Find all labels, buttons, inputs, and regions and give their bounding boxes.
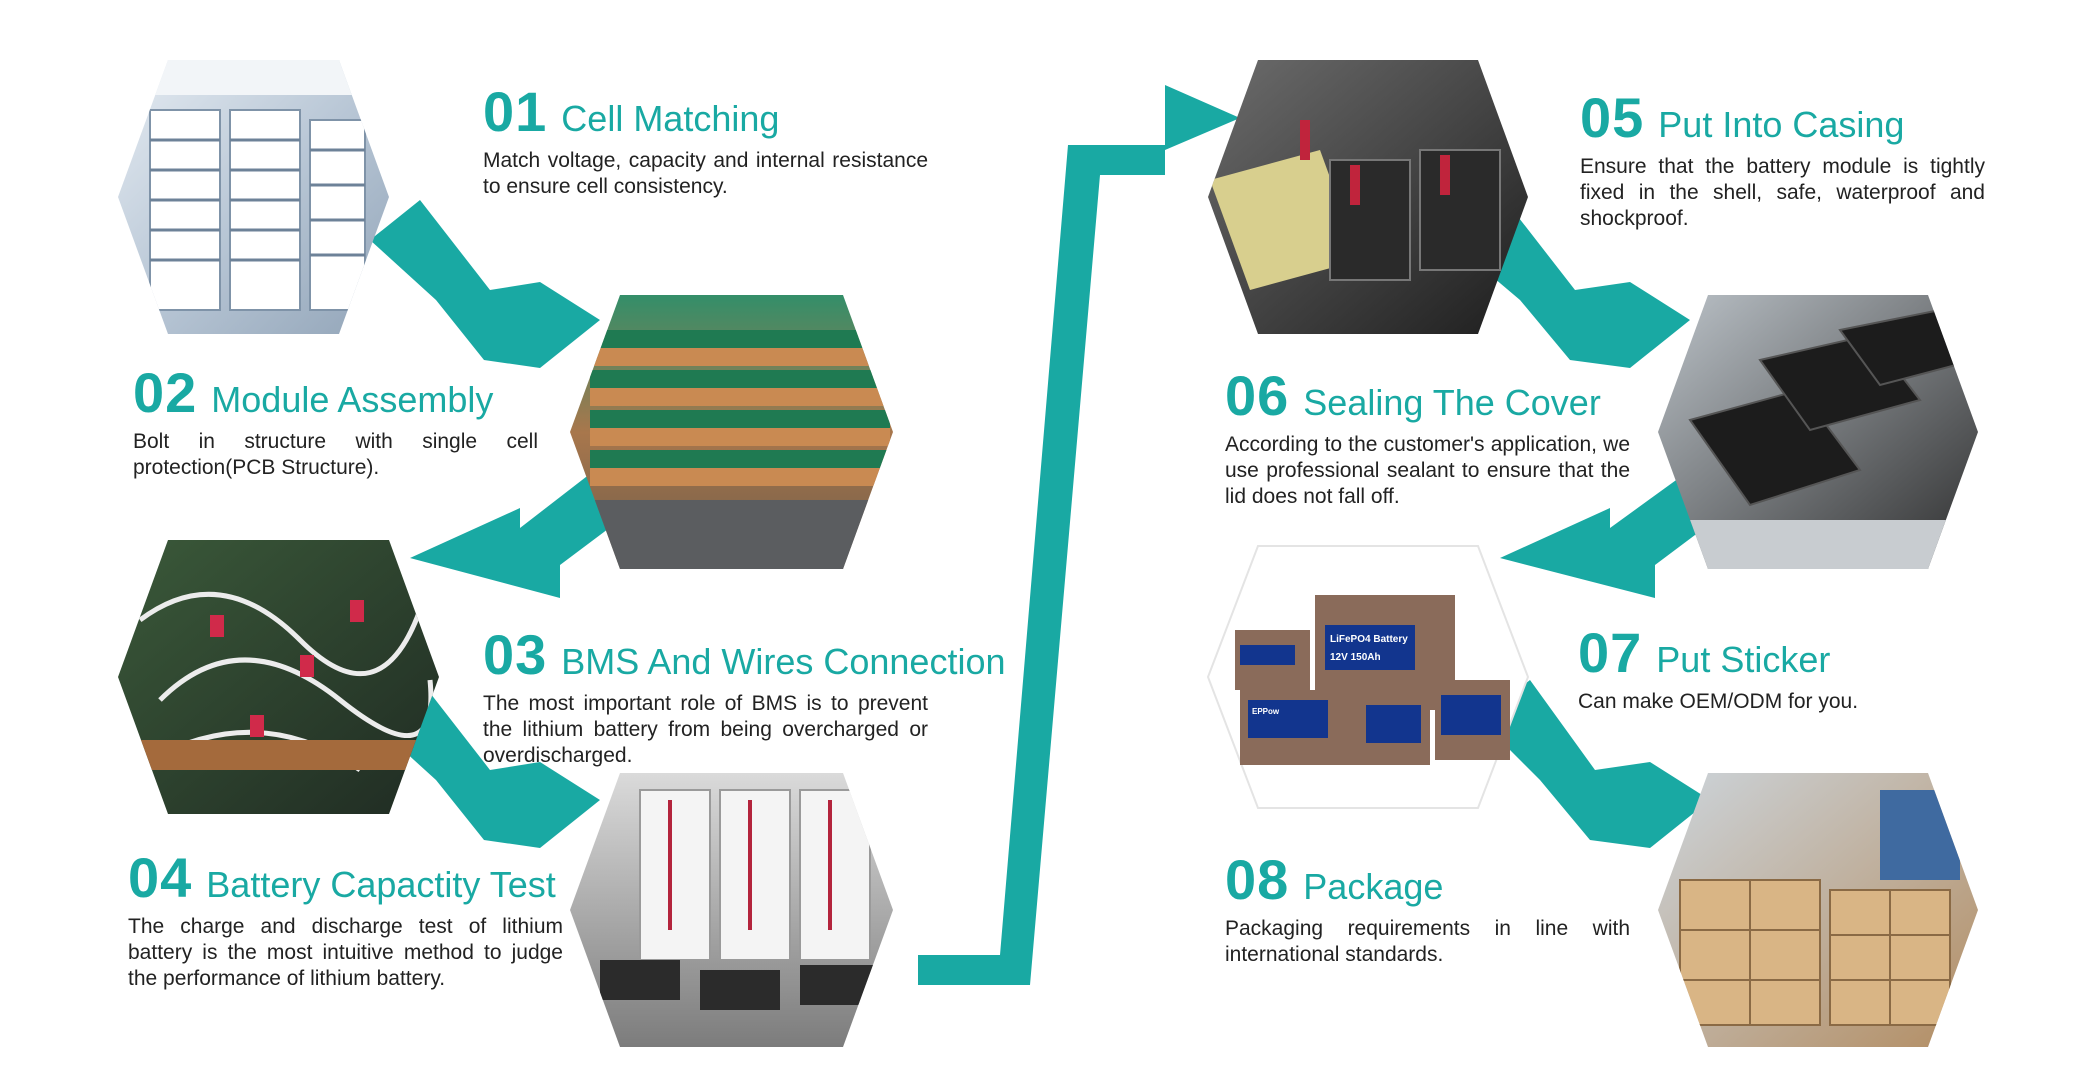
arrow-1-to-2 [370,200,600,368]
step-01-heading: 01 Cell Matching [483,82,928,142]
hex-image-put-into-casing [1208,60,1528,334]
hex-image-bms-wires [118,540,439,814]
step-08-title: Package [1303,866,1444,907]
step-07-title: Put Sticker [1656,639,1831,680]
hex-image-sealing-cover [1658,295,1978,569]
battery-right [1360,680,1510,765]
battery-label-rating: 12V 150Ah [1330,652,1381,663]
arrow-7-to-8 [1480,680,1710,848]
step-04-title: Battery Capactity Test [206,864,556,905]
step-01-number: 01 [483,80,548,143]
step-02-heading: 02 Module Assembly [133,363,538,423]
step-04-number: 04 [128,846,193,909]
step-06-number: 06 [1225,364,1290,427]
arrow-3-to-4 [370,680,600,848]
step-05-heading: 05 Put Into Casing [1580,88,1985,148]
hex-image-cell-matching [118,60,389,334]
step-08-heading: 08 Package [1225,850,1630,910]
step-02-description: Bolt in structure with single cell prote… [133,430,538,479]
hex-image-package [1658,773,1978,1047]
connector-arrow-4-to-5 [918,85,1240,985]
step-03-title: BMS And Wires Connection [561,641,1006,682]
hex-image-module-assembly [570,295,893,569]
step-04: 04 Battery Capactity Test The charge and … [128,848,563,992]
step-07-description: Can make OEM/ODM for you. [1578,690,1859,713]
step-02-title: Module Assembly [211,379,494,420]
step-02: 02 Module Assembly Bolt in structure with… [133,363,538,481]
step-05-number: 05 [1580,86,1645,149]
step-06-title: Sealing The Cover [1303,382,1601,423]
step-08-description: Packaging requirements in line with inte… [1225,917,1630,966]
hex-image-capacity-test [570,773,893,1047]
step-03-heading: 03 BMS And Wires Connection [483,623,1006,686]
step-05-title: Put Into Casing [1658,104,1905,145]
step-08-number: 08 [1225,848,1290,911]
battery-brand-label: EPPow [1252,707,1280,716]
step-07-heading: 07 Put Sticker [1578,623,1998,683]
step-04-heading: 04 Battery Capactity Test [128,848,563,908]
step-07-number: 07 [1578,621,1643,684]
step-03-description: The most important role of BMS is to pre… [483,692,928,767]
step-02-number: 02 [133,361,198,424]
hex-image-put-sticker: LiFePO4 Battery 12V 150Ah EPPow [1206,545,1530,809]
step-06: 06 Sealing The Cover According to the cus… [1225,366,1630,510]
step-06-heading: 06 Sealing The Cover [1225,366,1630,426]
step-06-description: According to the customer's application,… [1225,433,1630,508]
step-03: 03 BMS And Wires Connection The most impo… [483,623,1006,769]
step-01-description: Match voltage, capacity and internal res… [483,149,928,198]
battery-small-left [1235,630,1310,690]
arrow-6-to-7 [1500,470,1735,598]
battery-front: EPPow [1240,690,1360,765]
step-07: 07 Put Sticker Can make OEM/ODM for you. [1578,623,1998,715]
arrow-5-to-6 [1455,200,1690,368]
step-01-title: Cell Matching [561,98,780,139]
step-04-description: The charge and discharge test of lithium… [128,915,563,990]
arrow-2-to-3 [410,470,640,598]
step-08: 08 Package Packaging requirements in line… [1225,850,1630,968]
step-05-description: Ensure that the battery module is tightl… [1580,155,1985,230]
step-03-number: 03 [483,623,548,686]
step-05: 05 Put Into Casing Ensure that the batter… [1580,88,1985,232]
battery-label-main: LiFePO4 Battery [1330,634,1408,645]
step-01: 01 Cell Matching Match voltage, capacity … [483,82,928,200]
